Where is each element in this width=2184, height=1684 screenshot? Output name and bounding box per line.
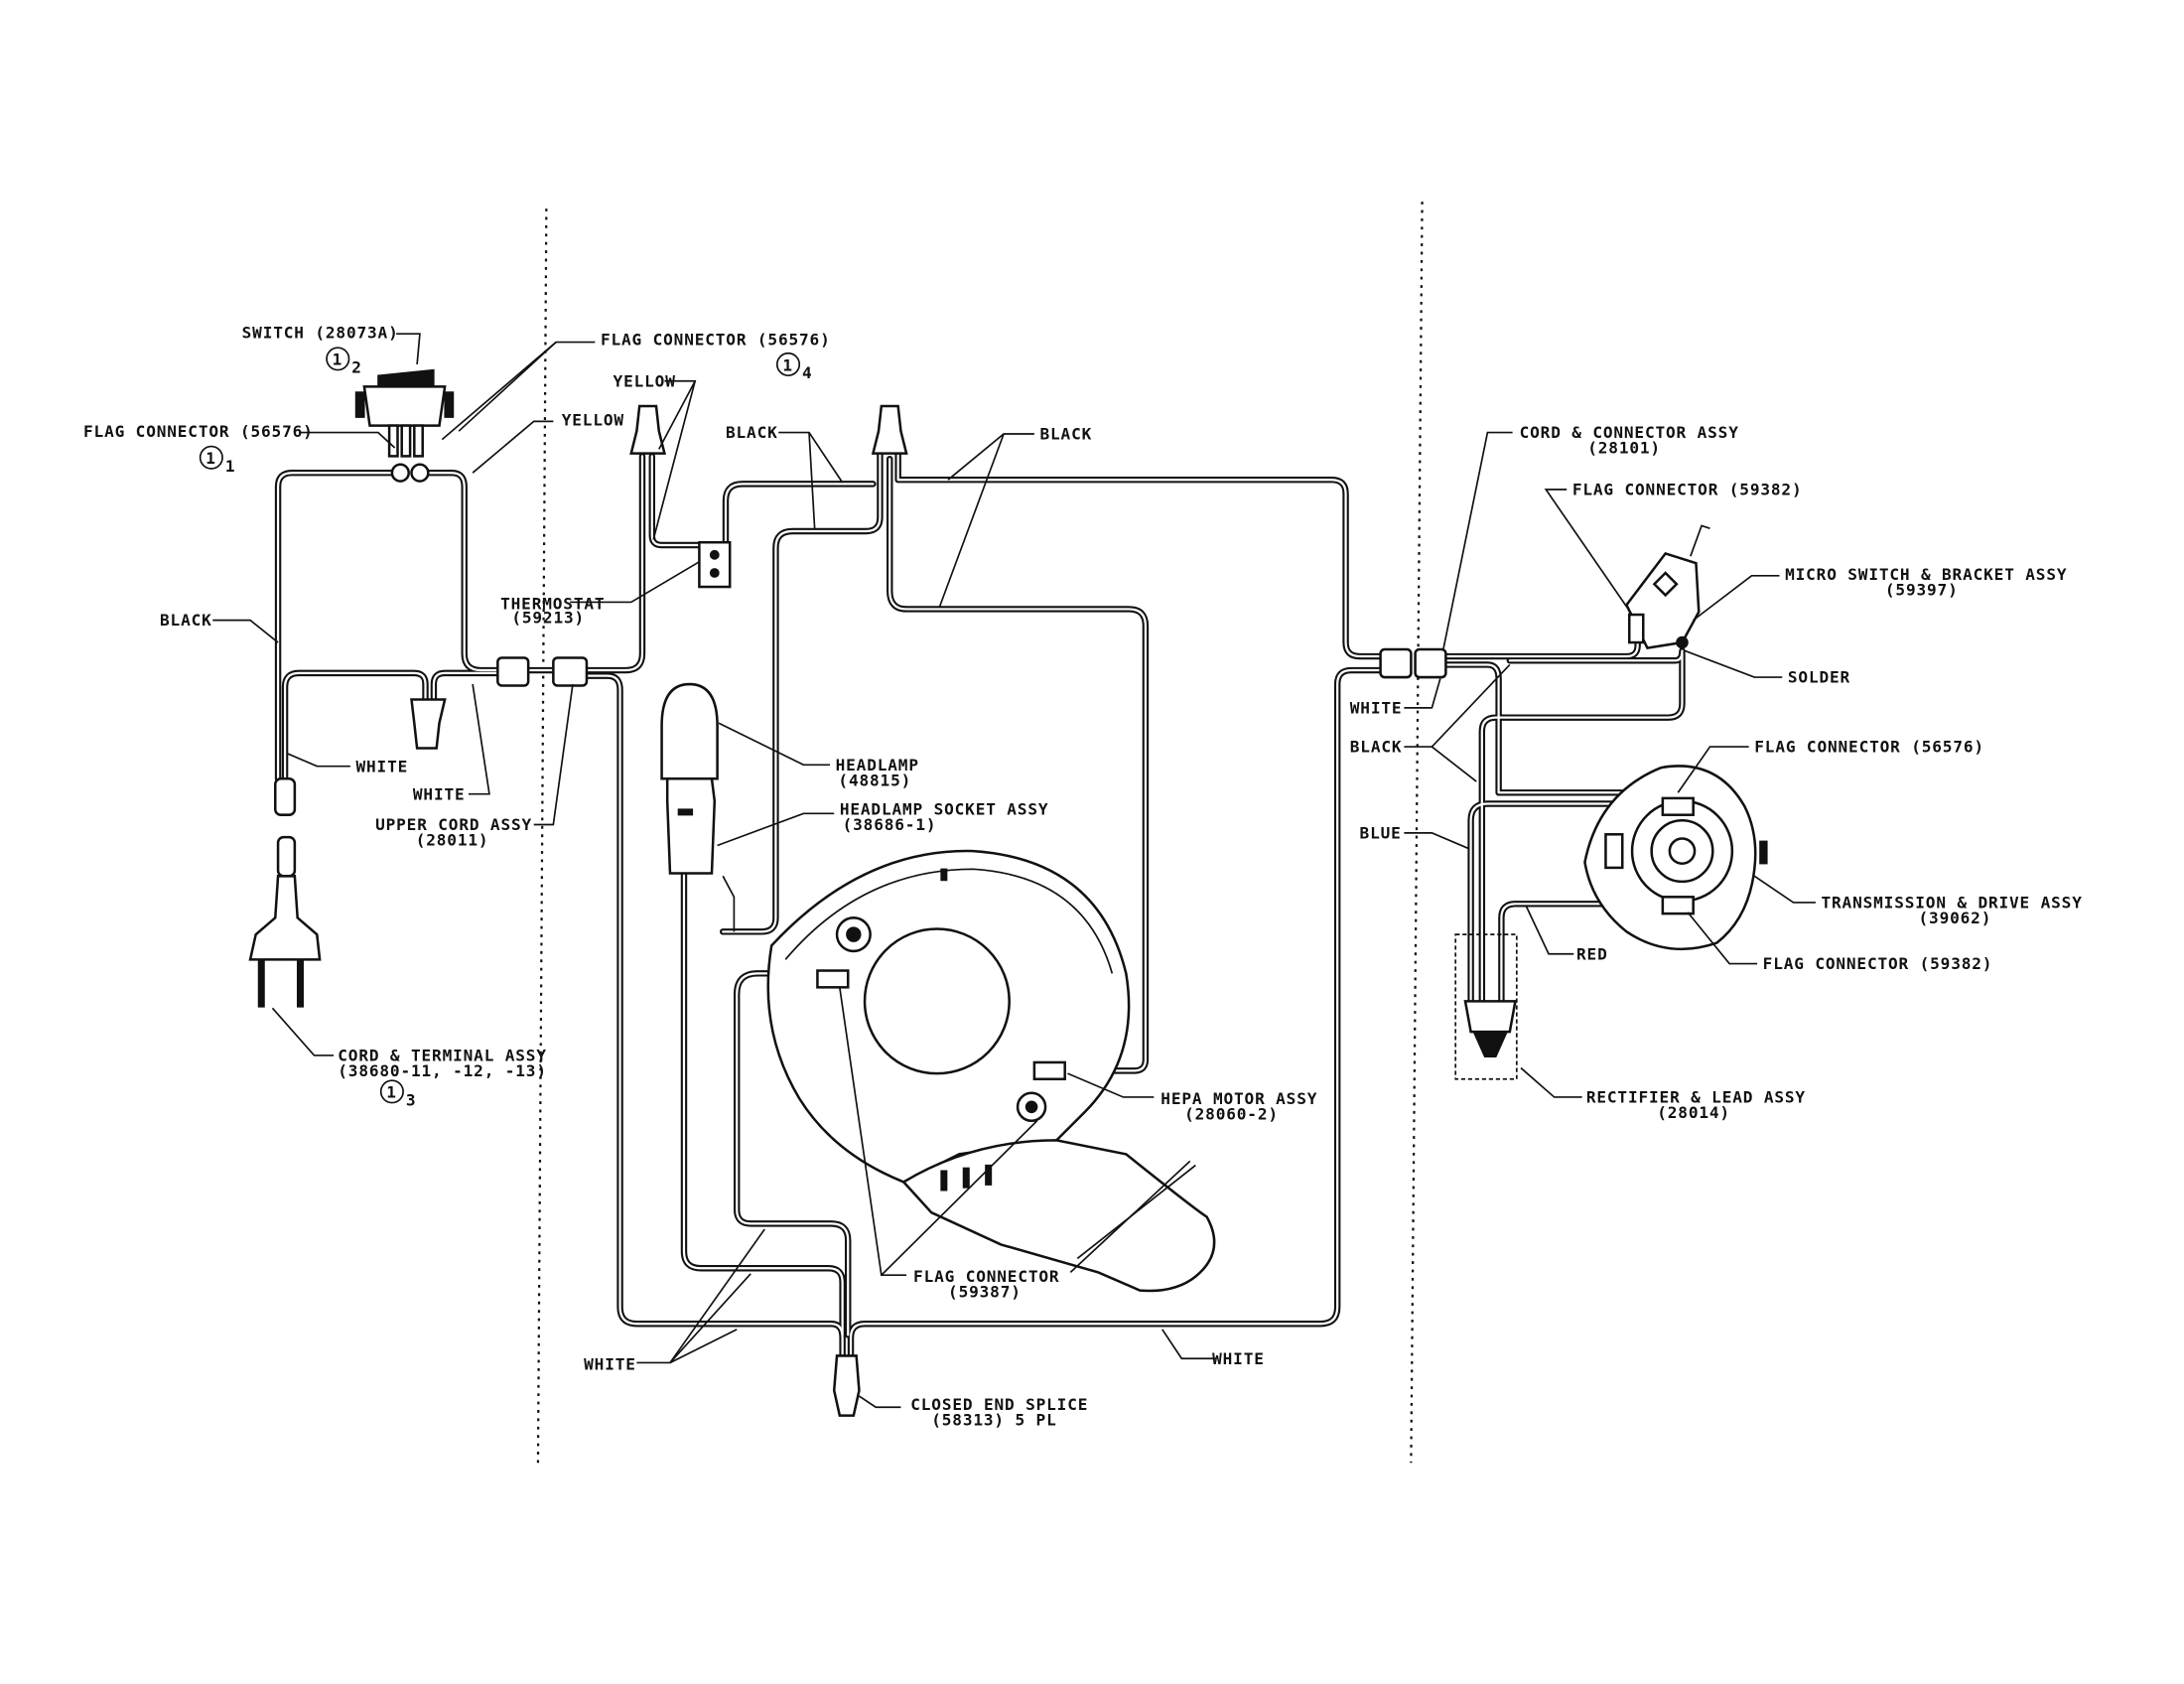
note-symbol-3: 1 3: [379, 1079, 417, 1109]
svg-text:4: 4: [802, 363, 813, 382]
label-flag-connector-59382-bottom: FLAG CONNECTOR (59382): [1763, 954, 1993, 973]
label-flag-connector-56576-left: FLAG CONNECTOR (56576): [83, 422, 314, 441]
note-symbol-4: 1 4: [775, 351, 813, 382]
label-headlamp-socket-part: (38686-1): [843, 815, 937, 834]
yellow-wire-to-thermostat: [583, 453, 646, 674]
label-flag-connector-59387-part: (59387): [948, 1283, 1022, 1302]
note-symbol-2: 1 2: [326, 347, 362, 376]
label-rectifier: RECTIFIER & LEAD ASSY: [1586, 1088, 1806, 1107]
label-transmission: TRANSMISSION & DRIVE ASSY: [1822, 894, 2083, 912]
label-thermostat: THERMOSTAT: [500, 594, 605, 613]
switch-component: [354, 368, 455, 483]
micro-switch-component: [1624, 524, 1710, 650]
plug-component: [248, 777, 322, 1008]
label-flag-connector-59387: FLAG CONNECTOR: [913, 1267, 1059, 1286]
label-flag-connector-56576-right: FLAG CONNECTOR (56576): [1754, 738, 1984, 757]
label-flag-connector-59382-top: FLAG CONNECTOR (59382): [1572, 481, 1803, 499]
label-transmission-part: (39062): [1919, 909, 1992, 927]
label-yellow-top: YELLOW: [614, 371, 676, 390]
label-switch: SWITCH (28073A): [242, 323, 399, 342]
label-black-mid: BLACK: [726, 423, 778, 442]
label-closed-end-splice-part: (58313) 5 PL: [931, 1410, 1056, 1429]
label-rectifier-part: (28014): [1657, 1103, 1730, 1122]
rectifier-component: [1454, 933, 1518, 1080]
svg-text:1: 1: [782, 355, 793, 374]
thermostat-component: [698, 540, 732, 589]
section-divider-right: [1410, 202, 1424, 1464]
svg-text:1: 1: [386, 1083, 397, 1102]
closed-end-splice-black: [871, 404, 908, 455]
label-black-right: BLACK: [1039, 425, 1092, 444]
label-black-left: BLACK: [160, 611, 212, 630]
hepa-motor-component: [766, 849, 1216, 1293]
label-micro-switch: MICRO SWITCH & BRACKET ASSY: [1785, 565, 2067, 584]
label-headlamp-part: (48815): [838, 771, 911, 789]
label-solder: SOLDER: [1788, 668, 1850, 687]
label-cord-connector: CORD & CONNECTOR ASSY: [1520, 423, 1739, 442]
transmission-component: [1583, 765, 1768, 951]
svg-text:3: 3: [406, 1090, 417, 1109]
label-yellow-left: YELLOW: [562, 411, 624, 430]
section-divider-left: [536, 209, 548, 1464]
black-wire-left: [274, 469, 404, 782]
label-hepa-motor: HEPA MOTOR ASSY: [1160, 1089, 1317, 1108]
label-closed-end-splice: CLOSED END SPLICE: [910, 1395, 1088, 1414]
black-wire-headlamp: [719, 448, 884, 935]
labels: SWITCH (28073A) FLAG CONNECTOR (56576) F…: [83, 323, 2083, 1429]
label-cord-connector-part: (28101): [1587, 439, 1661, 458]
label-flag-connector-56576-top: FLAG CONNECTOR (56576): [601, 330, 831, 349]
svg-text:2: 2: [351, 357, 362, 376]
label-cord-terminal: CORD & TERMINAL ASSY: [338, 1047, 547, 1065]
label-cord-terminal-part: (38680-11, -12, -13): [338, 1061, 547, 1080]
label-black-right2: BLACK: [1350, 738, 1403, 757]
closed-end-splice-left: [410, 698, 447, 750]
wire-harness: [274, 448, 1703, 1359]
svg-text:1: 1: [205, 449, 216, 468]
label-white-1: WHITE: [355, 757, 408, 775]
label-thermostat-part: (59213): [511, 608, 585, 627]
cord-connector-component: [1379, 647, 1447, 679]
svg-text:1: 1: [333, 351, 343, 369]
svg-text:1: 1: [225, 457, 236, 476]
label-white-right: WHITE: [1350, 698, 1403, 717]
headlamp-component: [660, 682, 736, 932]
label-red: RED: [1576, 944, 1608, 963]
label-white-bottom-left: WHITE: [584, 1354, 636, 1373]
label-headlamp: HEADLAMP: [836, 756, 919, 774]
closed-end-splice-bottom: [832, 1354, 861, 1417]
yellow-wire-thermostat-2: [648, 453, 703, 549]
black-wire-thermostat: [722, 481, 877, 574]
label-white-bottom-right: WHITE: [1212, 1349, 1265, 1368]
label-headlamp-socket: HEADLAMP SOCKET ASSY: [840, 800, 1049, 819]
label-blue: BLUE: [1360, 823, 1402, 842]
black-wire-micro-switch: [1442, 631, 1641, 660]
label-white-2: WHITE: [413, 784, 466, 803]
upper-cord-connectors: [496, 656, 589, 687]
leader-lines: [212, 333, 1816, 1409]
closed-end-splice-yellow: [629, 404, 666, 455]
yellow-wire-switch: [422, 469, 501, 674]
black-wire-cord-connector: [894, 448, 1384, 660]
label-micro-switch-part: (59397): [1885, 580, 1959, 599]
label-hepa-motor-part: (28060-2): [1184, 1104, 1279, 1123]
label-upper-cord-assy-part: (28011): [416, 831, 489, 850]
label-upper-cord-assy: UPPER CORD ASSY: [375, 815, 532, 834]
white-wire-to-connector: [430, 669, 501, 703]
note-symbol-1: 1 1: [199, 445, 236, 476]
